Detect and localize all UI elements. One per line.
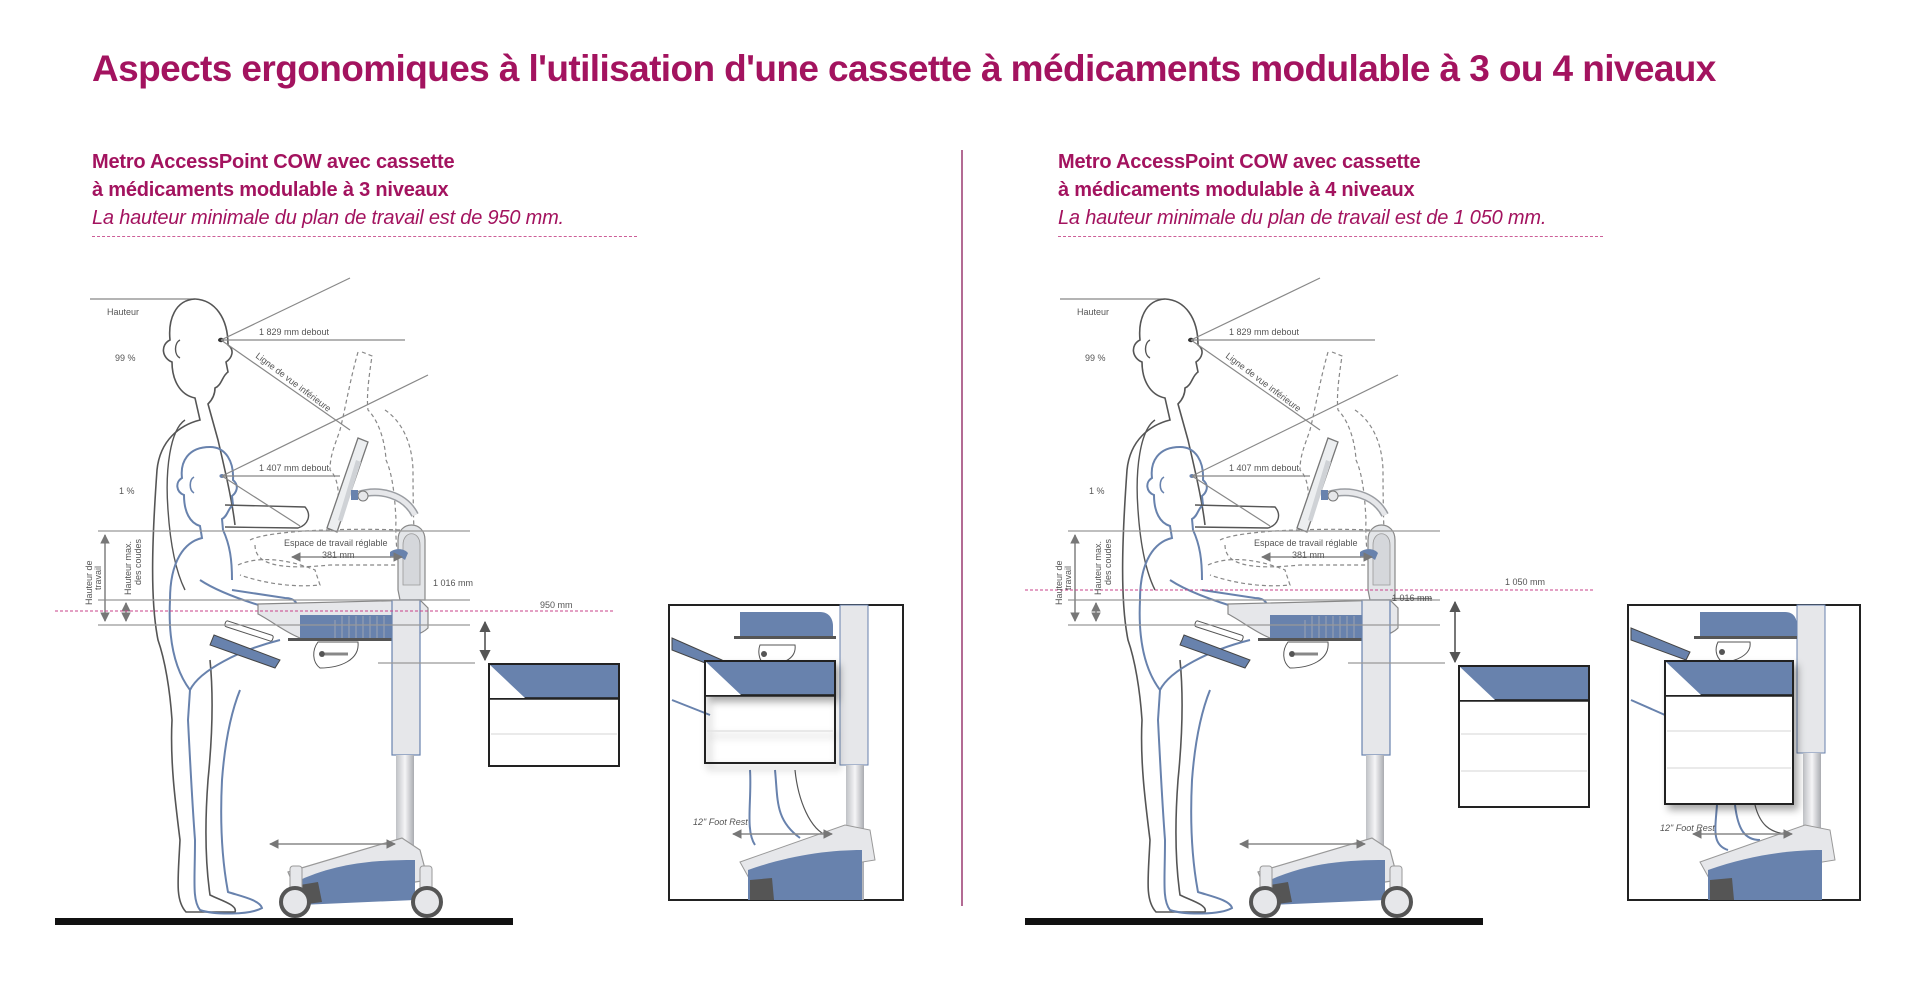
label-workspace-381: 381 mm xyxy=(322,550,355,560)
subtitle-min-height: La hauteur minimale du plan de travail e… xyxy=(92,207,564,229)
label-elbow-height-2: des coudes xyxy=(133,538,143,585)
label-1829-standing: 1 829 mm debout xyxy=(259,327,330,337)
label-sightline: Ligne de vue inférieure xyxy=(1224,351,1303,414)
label-work-height-2: travail xyxy=(1063,566,1073,590)
label-elbow-height: Hauteur max. xyxy=(1093,541,1103,595)
label-min-height: 950 mm xyxy=(540,600,573,610)
page-title: Aspects ergonomiques à l'utilisation d'u… xyxy=(92,48,1716,89)
panel-left-subtitle: Metro AccessPoint COW avec cassette à mé… xyxy=(92,148,637,237)
label-1016: 1 016 mm xyxy=(1392,593,1432,603)
label-sightline: Ligne de vue inférieure xyxy=(254,351,333,414)
label-1-percent: 1 % xyxy=(119,486,135,496)
label-work-height: Hauteur de xyxy=(84,560,94,605)
label-1-percent: 1 % xyxy=(1089,486,1105,496)
subtitle-min-height: La hauteur minimale du plan de travail e… xyxy=(1058,207,1547,229)
panel-divider xyxy=(961,150,963,906)
inset-box-right xyxy=(1627,604,1861,901)
cassette-4-level xyxy=(1458,665,1590,808)
label-99-percent: 99 % xyxy=(1085,353,1106,363)
inset-box-left xyxy=(668,604,904,901)
subtitle-line-1: Metro AccessPoint COW avec cassette xyxy=(92,151,455,173)
label-1407-standing: 1 407 mm debout xyxy=(1229,463,1300,473)
cassette-3-level xyxy=(488,663,620,767)
subtitle-line-2: à médicaments modulable à 3 niveaux xyxy=(92,179,449,201)
label-footrest: 12" Foot Rest xyxy=(693,817,748,827)
subtitle-line-1: Metro AccessPoint COW avec cassette xyxy=(1058,151,1421,173)
label-1829-standing: 1 829 mm debout xyxy=(1229,327,1300,337)
label-1016: 1 016 mm xyxy=(433,578,473,588)
label-work-height-2: travail xyxy=(93,566,103,590)
label-workspace: Espace de travail réglable xyxy=(284,538,388,548)
panel-right-diagram xyxy=(1025,278,1861,925)
label-1407-standing: 1 407 mm debout xyxy=(259,463,330,473)
label-workspace: Espace de travail réglable xyxy=(1254,538,1358,548)
subtitle-rule xyxy=(1058,236,1603,237)
subtitle-line-2: à médicaments modulable à 4 niveaux xyxy=(1058,179,1415,201)
label-footrest: 12" Foot Rest xyxy=(1660,823,1715,833)
label-elbow-height-2: des coudes xyxy=(1103,538,1113,585)
label-height: Hauteur xyxy=(1077,307,1109,317)
panel-right-subtitle: Metro AccessPoint COW avec cassette à mé… xyxy=(1058,148,1603,237)
label-elbow-height: Hauteur max. xyxy=(123,541,133,595)
label-99-percent: 99 % xyxy=(115,353,136,363)
subtitle-rule xyxy=(92,236,637,237)
label-height: Hauteur xyxy=(107,307,139,317)
label-min-height: 1 050 mm xyxy=(1505,577,1545,587)
label-work-height: Hauteur de xyxy=(1054,560,1064,605)
panel-left-diagram xyxy=(55,278,904,925)
label-workspace-381: 381 mm xyxy=(1292,550,1325,560)
